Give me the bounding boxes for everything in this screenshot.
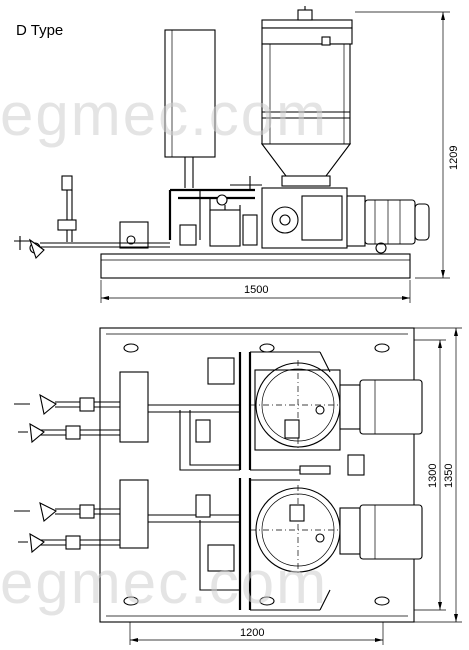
watermark-upper: egmec.com — [0, 81, 329, 148]
drive-motor — [364, 199, 416, 245]
top-base-plate — [99, 327, 415, 623]
side-base-plate — [100, 253, 411, 279]
top-view: 1200 1300 1350 — [14, 327, 462, 645]
junction-box — [119, 221, 149, 249]
watermark-lower: egmec.com — [0, 549, 329, 616]
dimension-1209: 1209 — [448, 146, 460, 170]
controller-bottom — [119, 479, 149, 549]
controller-top — [119, 371, 149, 443]
valve-block-lower — [207, 544, 235, 572]
dimension-1200: 1200 — [240, 627, 264, 639]
dimension-1350: 1350 — [443, 464, 455, 488]
reservoir-tank — [261, 43, 351, 145]
motor-upper — [359, 379, 423, 435]
side-view: 1500 1209 — [14, 6, 460, 303]
control-cabinet — [164, 29, 216, 158]
valve-block-upper — [207, 357, 235, 385]
outlet-lines — [14, 393, 120, 554]
dimension-1500: 1500 — [244, 284, 268, 296]
drawing-title: D Type — [16, 22, 64, 39]
dimension-1300: 1300 — [427, 464, 439, 488]
reservoir-lid — [261, 19, 353, 29]
motor-lower — [359, 504, 423, 560]
